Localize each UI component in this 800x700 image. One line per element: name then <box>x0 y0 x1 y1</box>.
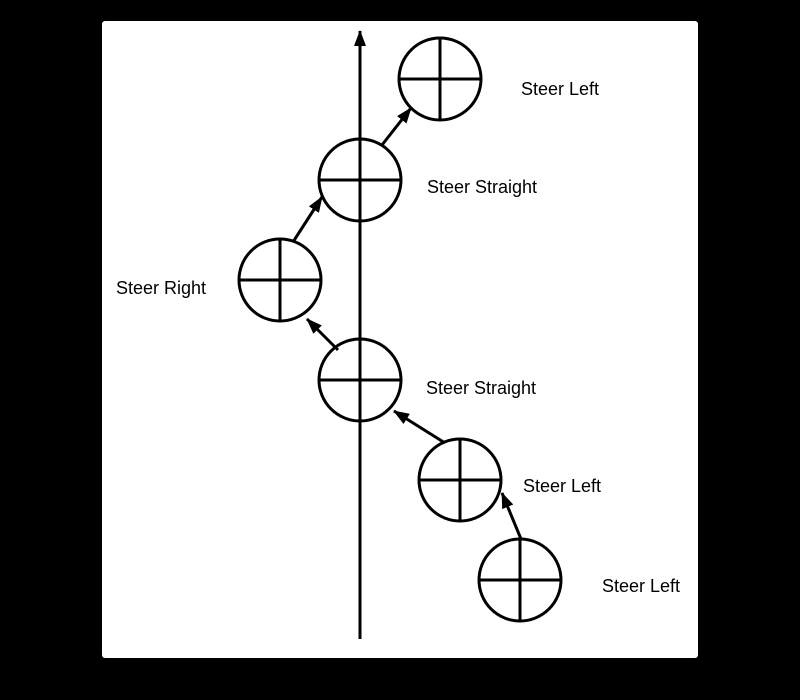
steer-label: Steer Straight <box>426 378 536 398</box>
vehicle-node: Steer Straight <box>317 337 536 423</box>
steer-label: Steer Left <box>602 576 680 596</box>
transition-arrow <box>305 317 340 352</box>
vehicle-node: Steer Straight <box>317 137 537 223</box>
steer-label: Steer Left <box>521 79 599 99</box>
diagram-panel <box>102 21 698 658</box>
steer-label: Steer Straight <box>427 177 537 197</box>
steer-label: Steer Right <box>116 278 206 298</box>
transition-arrow <box>380 107 413 146</box>
vehicle-node: Steer Left <box>477 537 680 623</box>
vehicle-node: Steer Right <box>116 237 323 323</box>
vehicle-node: Steer Left <box>417 437 601 523</box>
transition-arrow <box>393 409 446 445</box>
steer-label: Steer Left <box>523 476 601 496</box>
transition-arrow <box>291 196 324 243</box>
vehicle-node: Steer Left <box>397 36 599 122</box>
transition-arrow <box>500 492 523 540</box>
